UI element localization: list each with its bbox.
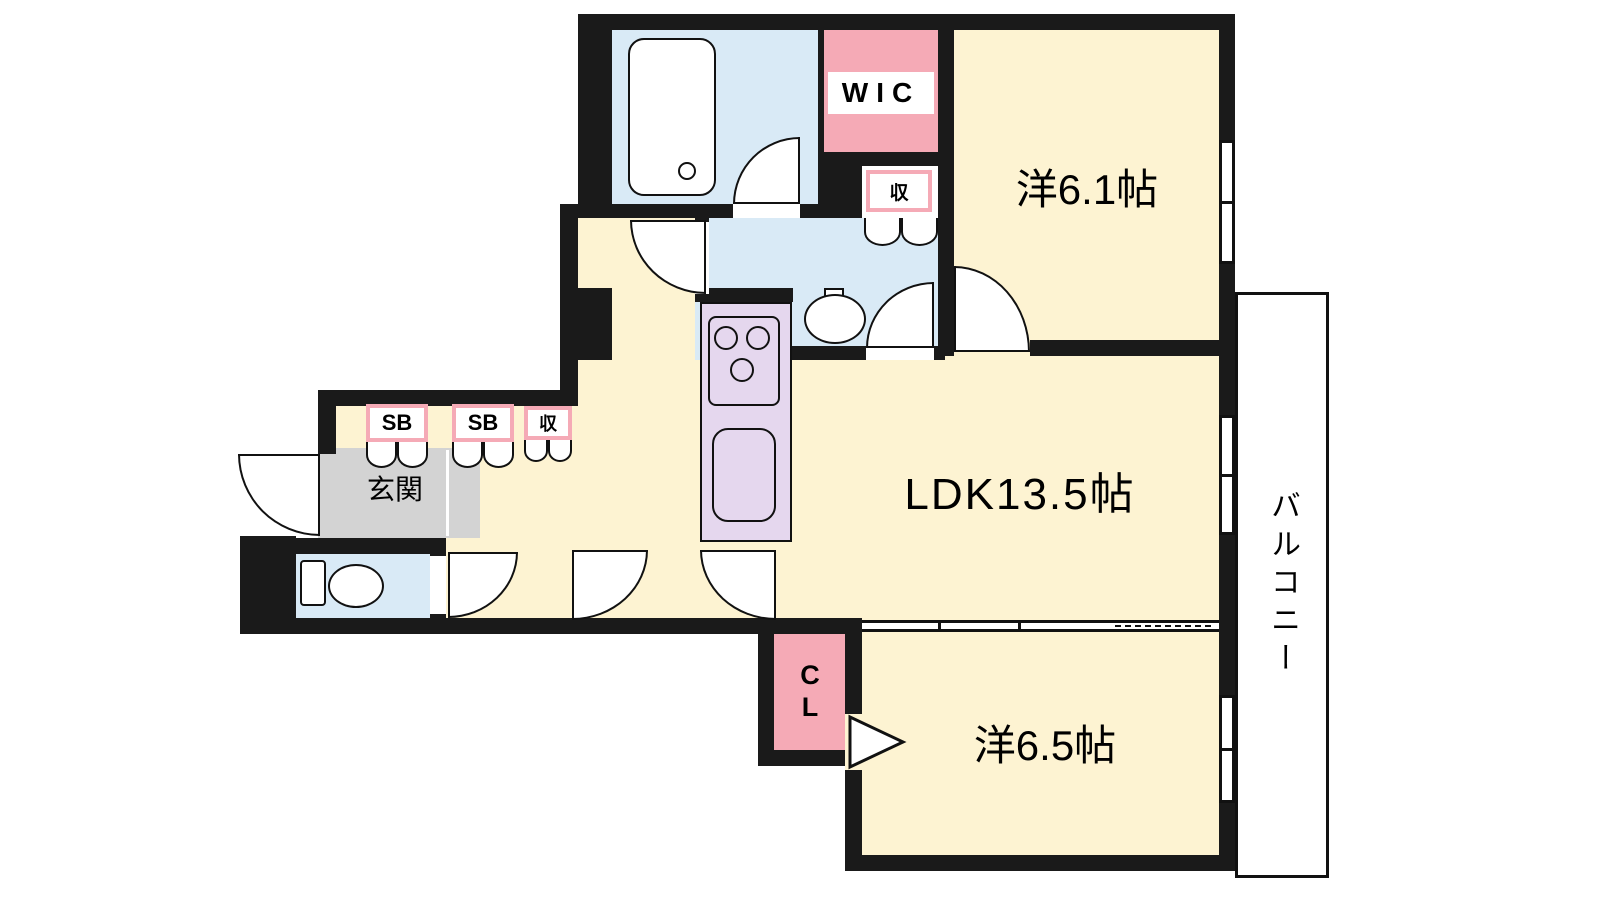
storage-wash-door [901,218,938,246]
bedroom2-label-text: 洋6.5帖 [973,721,1117,769]
closet-label: CL [774,642,845,742]
wall-cl-top [758,618,862,634]
window-tick [1222,800,1232,803]
window-tick [1222,695,1232,698]
storage-wash-door [864,218,901,246]
storage-hall-label: 収 [539,414,557,434]
entrance-step-line [446,450,449,536]
entrance-label: 玄関 [330,468,460,508]
bedroom1-label: 洋6.1帖 [954,158,1220,214]
closet-door-marker-icon [848,714,907,770]
shoebox2-door [483,442,514,468]
ldk-window [1219,415,1235,535]
shoebox1-door [366,442,397,468]
ldk-bedroom2-sliding-door [862,620,1219,632]
window-tick [1222,415,1232,418]
wall-bedroom1-bottom [1030,340,1235,356]
bedroom2-label: 洋6.5帖 [910,714,1180,770]
window-tick [1222,473,1232,477]
ldk-label: LDK13.5帖 [830,460,1210,520]
wall-bedroom1-left [938,14,954,356]
washroom-ldk-opening [866,346,934,360]
storage-wash-label: 収 [889,182,909,204]
slider-tick [938,623,941,629]
storage-hall-chip: 収 [524,406,572,440]
toilet-tank [300,560,326,606]
bathtub-drain [678,162,696,180]
wic-label: WIC [841,77,921,108]
storage-hall-door [548,440,572,462]
slider-dashed-line [1115,625,1211,627]
wall-bath-left [578,14,612,210]
entrance-floor [318,448,480,538]
shoebox1-label: SB [381,410,413,435]
shoebox2-door [452,442,483,468]
window-tick [1222,200,1232,204]
entrance-door [238,454,320,536]
shoebox2-label: SB [467,410,499,435]
bedroom1-window [1219,140,1235,264]
shoebox1-chip: SB [366,404,428,442]
wall-hall-bottom [240,618,775,634]
window-tick [1222,747,1232,751]
stove [708,316,780,406]
wall-storage-top [318,390,578,406]
stove-burner [730,358,754,382]
wall-cl-bottom [758,750,862,766]
toilet-bowl [328,564,384,608]
window-tick [1222,532,1232,535]
bedroom1-label-text: 洋6.1帖 [1015,165,1159,213]
bathtub [628,38,716,196]
wall-top [578,14,1235,30]
stove-burner [714,326,738,350]
balcony-label-text: バルコニー [1266,490,1299,680]
shoebox2-chip: SB [452,404,514,442]
bedroom2-window [1219,695,1235,803]
closet-label-text: CL [795,660,825,724]
wic-label-band: WIC [828,72,934,114]
wall-cl-left [758,618,774,766]
window-tick [1222,261,1232,264]
wall-bedroom2-bottom [845,855,1235,871]
wall-toilet-top [240,538,446,554]
washbasin [804,294,866,344]
bedroom2-floor [845,618,1235,871]
wall-kitchen-top [695,288,793,302]
bathroom-door-opening [733,204,800,218]
entrance-label-text: 玄関 [366,474,423,505]
ldk-label-text: LDK13.5帖 [904,470,1136,519]
balcony-label: バルコニー [1240,420,1324,750]
kitchen-sink [712,428,776,522]
slider-tick [1018,623,1021,629]
window-tick [1222,140,1232,143]
shoebox1-door [397,442,428,468]
balcony-area [1235,292,1329,878]
storage-hall-door [524,440,548,462]
storage-wash-chip: 収 [866,170,932,212]
wall-entrance-upper [318,390,336,454]
wall-shaft [560,288,612,360]
closet-area [774,634,845,750]
stove-burner [746,326,770,350]
toilet-door-opening [430,556,446,614]
